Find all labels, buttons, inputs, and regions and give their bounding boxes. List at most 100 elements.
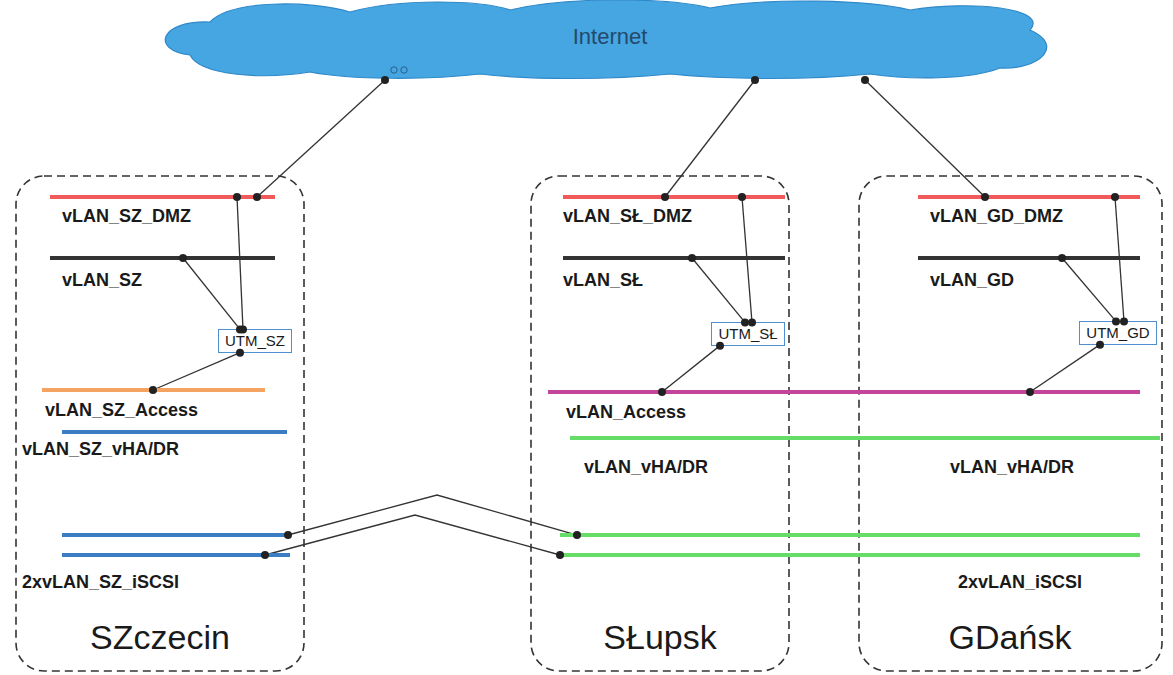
vlan-label: vLAN_SZ_Access <box>45 400 198 421</box>
link-line <box>665 80 755 197</box>
junction-dot <box>233 193 241 201</box>
device-label: UTM_SZ <box>225 332 285 349</box>
dashed-border <box>16 176 304 671</box>
link-line <box>865 80 985 197</box>
link-line <box>1062 258 1116 321</box>
site-name: GDańsk <box>949 618 1072 657</box>
vlan-label: vLAN_SŁ_DMZ <box>563 206 692 227</box>
vlan-band: vLAN_SŁ <box>563 256 785 291</box>
junction-dot <box>688 254 696 262</box>
region-outline <box>858 175 1163 672</box>
vlan-band: vLAN_vHA/DR vLAN_vHA/DR <box>570 436 1160 478</box>
vlan-band: vLAN_SZ_vHA/DR <box>22 430 287 460</box>
vlan-line <box>560 533 1140 537</box>
junction-dot <box>284 531 292 539</box>
junction-dot <box>861 76 869 84</box>
junction-dot <box>658 388 666 396</box>
vlan-line <box>563 195 785 199</box>
junction-dot <box>751 76 759 84</box>
link-line <box>662 346 720 392</box>
junction-dot <box>738 193 746 201</box>
junction-dot <box>1120 317 1128 325</box>
junction-dot <box>981 193 989 201</box>
junction-dot <box>236 325 244 333</box>
link-icon <box>401 67 407 73</box>
junction-dot <box>1112 317 1120 325</box>
link-line <box>183 258 240 329</box>
link-line <box>153 353 240 390</box>
link-line <box>237 197 243 329</box>
vlan-label: vLAN_vHA/DR <box>584 457 708 478</box>
utm-box: UTM_SŁ <box>711 322 784 345</box>
vlan-line <box>42 388 265 392</box>
vlan-band: vLAN_Access <box>548 390 1140 423</box>
vlan-line <box>50 195 275 199</box>
junction-dot <box>573 531 581 539</box>
vlan-band: vLAN_SZ_DMZ <box>50 195 275 227</box>
junction-dot <box>741 318 749 326</box>
vlan-label: vLAN_GD_DMZ <box>930 206 1063 227</box>
vlan-band: vLAN_SZ_Access <box>42 388 265 421</box>
junction-dot <box>239 325 247 333</box>
vlan-line <box>62 533 290 537</box>
vlan-line <box>62 553 290 557</box>
junction-dot <box>236 349 244 357</box>
device-label: UTM_SŁ <box>718 325 777 342</box>
vlan-line <box>560 553 1140 557</box>
vlan-line <box>50 256 275 260</box>
link-line <box>288 495 577 535</box>
junction-dot <box>716 342 724 350</box>
region-outline <box>15 175 305 672</box>
vlan-band: vLAN_SZ <box>50 256 275 291</box>
junction-dot <box>556 551 564 559</box>
link-line <box>265 515 560 555</box>
link-line <box>1030 345 1100 392</box>
junction-dot <box>748 318 756 326</box>
vlan-label: vLAN_SZ <box>62 270 142 291</box>
junction-dot <box>1096 341 1104 349</box>
vlan-label: vLAN_vHA/DR <box>950 457 1074 478</box>
dashed-border <box>859 176 1162 671</box>
link-line <box>692 258 745 322</box>
junction-dot <box>1058 254 1066 262</box>
site-region: vLAN_GD_DMZ vLAN_GD UTM_GD GDańsk <box>858 175 1163 672</box>
vlan-band: vLAN_GD <box>918 256 1140 291</box>
junction-dot <box>179 254 187 262</box>
dashed-border <box>531 176 789 671</box>
vlan-band: vLAN_GD_DMZ <box>918 195 1140 227</box>
junction-dot <box>261 551 269 559</box>
region-outline <box>530 175 790 672</box>
internet-cloud: Internet <box>150 0 1060 80</box>
utm-box: UTM_SZ <box>218 329 292 352</box>
junction-dot <box>253 193 261 201</box>
vlan-label: vLAN_SŁ <box>563 270 643 291</box>
link-icon <box>391 67 397 73</box>
cloud-outline <box>165 0 1046 79</box>
vlan-band: 2xvLAN_iSCSI <box>560 533 1140 593</box>
site-region: vLAN_SZ_DMZ vLAN_SZ UTM_SZ vLAN_SZ_Access vL… <box>15 175 305 672</box>
vlan-line <box>918 195 1140 199</box>
junction-dot <box>1111 193 1119 201</box>
cloud-label: Internet <box>573 24 648 49</box>
vlan-line <box>563 256 785 260</box>
vlan-line <box>570 436 1160 440</box>
junction-dot <box>381 76 389 84</box>
vlan-line <box>62 430 287 434</box>
link-line <box>257 80 385 197</box>
utm-box: UTM_GD <box>1079 321 1156 344</box>
vlan-label: vLAN_SZ_DMZ <box>62 206 191 227</box>
vlan-band: 2xvLAN_SZ_iSCSI <box>22 533 290 593</box>
vlan-label: 2xvLAN_SZ_iSCSI <box>22 572 179 593</box>
vlan-line <box>548 390 1140 394</box>
site-name: SZczecin <box>90 618 230 657</box>
vlan-label: 2xvLAN_iSCSI <box>958 572 1082 593</box>
vlan-line <box>918 256 1140 260</box>
junction-dot <box>149 386 157 394</box>
vlan-label: vLAN_Access <box>566 402 686 423</box>
junction-dot <box>661 193 669 201</box>
site-region: vLAN_SŁ_DMZvLAN_SŁUTM_SŁSŁupsk <box>530 175 790 672</box>
junction-dot <box>1026 388 1034 396</box>
vlan-label: vLAN_GD <box>930 270 1014 291</box>
vlan-label: vLAN_SZ_vHA/DR <box>22 439 179 460</box>
